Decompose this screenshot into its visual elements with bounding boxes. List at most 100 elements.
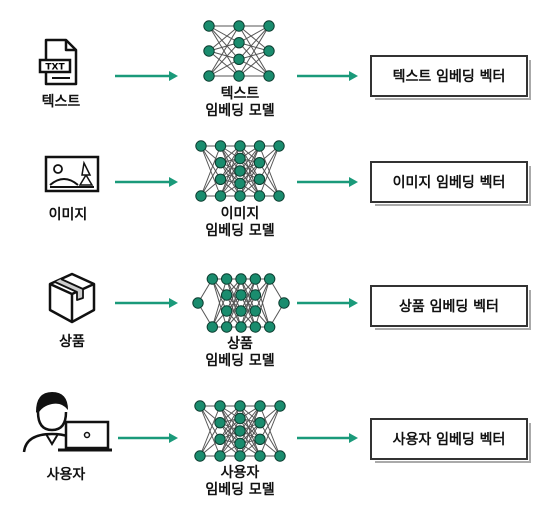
network-edge <box>238 50 270 77</box>
network-node <box>214 190 227 202</box>
network-node <box>214 173 227 186</box>
input-label-product: 상품 <box>59 334 85 350</box>
arrow-input-model-3 <box>115 298 178 308</box>
network-edge <box>199 405 221 457</box>
network-edge <box>259 162 280 197</box>
network-node <box>214 416 226 429</box>
input-label-image: 이미지 <box>48 207 88 223</box>
network-edge <box>239 422 261 457</box>
network-node <box>253 140 266 152</box>
network-node <box>234 400 246 412</box>
network-node <box>195 190 207 202</box>
network-edge <box>238 25 270 77</box>
network-node <box>235 305 247 317</box>
network-node <box>254 416 266 429</box>
network-node <box>220 305 233 317</box>
network-node <box>214 450 226 462</box>
network-node <box>206 273 219 285</box>
network-edge <box>226 294 242 328</box>
input-label-user: 사용자 <box>46 467 86 483</box>
network-edge <box>199 405 221 440</box>
output-box-user: 사용자 임베딩 벡터 <box>370 418 531 463</box>
network-node <box>235 289 247 301</box>
neural-network-icon-product <box>192 273 290 333</box>
model-label-text-line1: 텍스트 <box>220 86 260 102</box>
network-node <box>253 156 266 169</box>
model-label-user: 사용자 임베딩 모델 <box>190 465 290 499</box>
network-edge <box>226 278 242 328</box>
network-node <box>273 140 285 152</box>
network-node <box>233 70 245 82</box>
network-node <box>194 450 206 462</box>
network-node <box>249 305 262 317</box>
network-edge <box>220 145 241 180</box>
network-edge <box>219 405 241 440</box>
network-edge <box>254 294 271 328</box>
network-node <box>274 450 286 462</box>
network-node <box>249 273 262 285</box>
network-node <box>263 45 275 57</box>
model-label-user-line1: 사용자 <box>220 465 260 481</box>
network-node <box>253 190 266 202</box>
network-edge <box>239 405 261 440</box>
network-node <box>263 321 276 333</box>
network-node <box>234 437 246 450</box>
network-node <box>273 190 285 202</box>
network-edge <box>238 58 270 77</box>
network-node <box>203 45 215 57</box>
network-edge <box>239 405 261 444</box>
text-file-icon: TXT <box>38 38 78 86</box>
network-edge <box>239 158 260 197</box>
network-edge <box>208 42 240 77</box>
network-edge <box>238 42 270 77</box>
network-node <box>214 140 227 152</box>
network-edge <box>208 50 240 77</box>
network-node <box>235 321 247 333</box>
output-box-text: 텍스트 임베딩 벡터 <box>370 55 531 100</box>
network-node <box>234 425 246 437</box>
network-node <box>206 321 219 333</box>
network-node <box>203 20 215 32</box>
network-edge <box>238 25 270 60</box>
output-box-product: 상품 임베딩 벡터 <box>370 285 531 330</box>
model-label-text: 텍스트 임베딩 모델 <box>190 86 290 120</box>
output-box-image: 이미지 임베딩 벡터 <box>370 161 531 206</box>
network-node <box>263 273 276 285</box>
network-edge <box>208 25 240 60</box>
network-node <box>214 433 226 446</box>
image-icon <box>44 155 100 193</box>
network-node <box>263 20 275 32</box>
arrow-input-model-2 <box>115 177 178 187</box>
network-edge <box>259 145 280 197</box>
neural-network-icon-image <box>195 140 285 202</box>
network-node <box>214 156 227 169</box>
network-edge <box>240 294 256 328</box>
network-node <box>234 177 246 190</box>
arrow-model-output-4 <box>297 433 358 443</box>
network-node <box>233 53 245 66</box>
network-node <box>234 450 246 462</box>
network-edge <box>239 145 260 184</box>
network-node <box>195 140 207 152</box>
network-node <box>234 140 246 152</box>
network-edge <box>254 278 271 328</box>
arrow-model-output-1 <box>297 71 358 81</box>
network-edge <box>238 25 270 52</box>
model-label-user-line2: 임베딩 모델 <box>205 482 275 498</box>
neural-network-icon-text <box>203 20 275 82</box>
network-edge <box>211 278 228 328</box>
network-edge <box>226 278 242 312</box>
network-edge <box>259 145 280 180</box>
network-edge <box>239 418 261 457</box>
network-node <box>263 70 275 82</box>
network-node <box>235 273 247 285</box>
network-node <box>220 321 233 333</box>
network-node <box>253 173 266 186</box>
network-edge <box>211 278 228 312</box>
network-edge <box>208 25 240 44</box>
model-label-product-line2: 임베딩 모델 <box>205 353 275 369</box>
network-edge <box>239 162 260 197</box>
file-type-text: TXT <box>45 63 65 73</box>
network-node <box>254 400 266 412</box>
network-edge <box>211 294 228 328</box>
